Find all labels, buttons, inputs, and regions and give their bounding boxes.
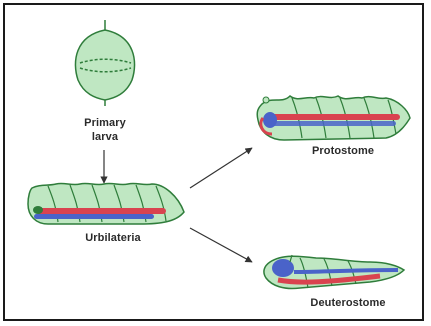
label-primary-larva-line1: Primary [70, 117, 140, 129]
protostome-illustration [257, 96, 410, 140]
label-deuterostome: Deuterostome [300, 297, 396, 309]
label-urbilateria: Urbilateria [70, 232, 156, 244]
primary-larva-illustration [75, 20, 134, 106]
arrow-to-deuterostome [190, 228, 252, 262]
label-primary-larva-line2: larva [70, 131, 140, 143]
deuterostome-illustration [264, 255, 404, 289]
arrow-to-protostome [190, 148, 252, 188]
label-protostome: Protostome [300, 145, 386, 157]
urbilateria-illustration [28, 183, 184, 224]
